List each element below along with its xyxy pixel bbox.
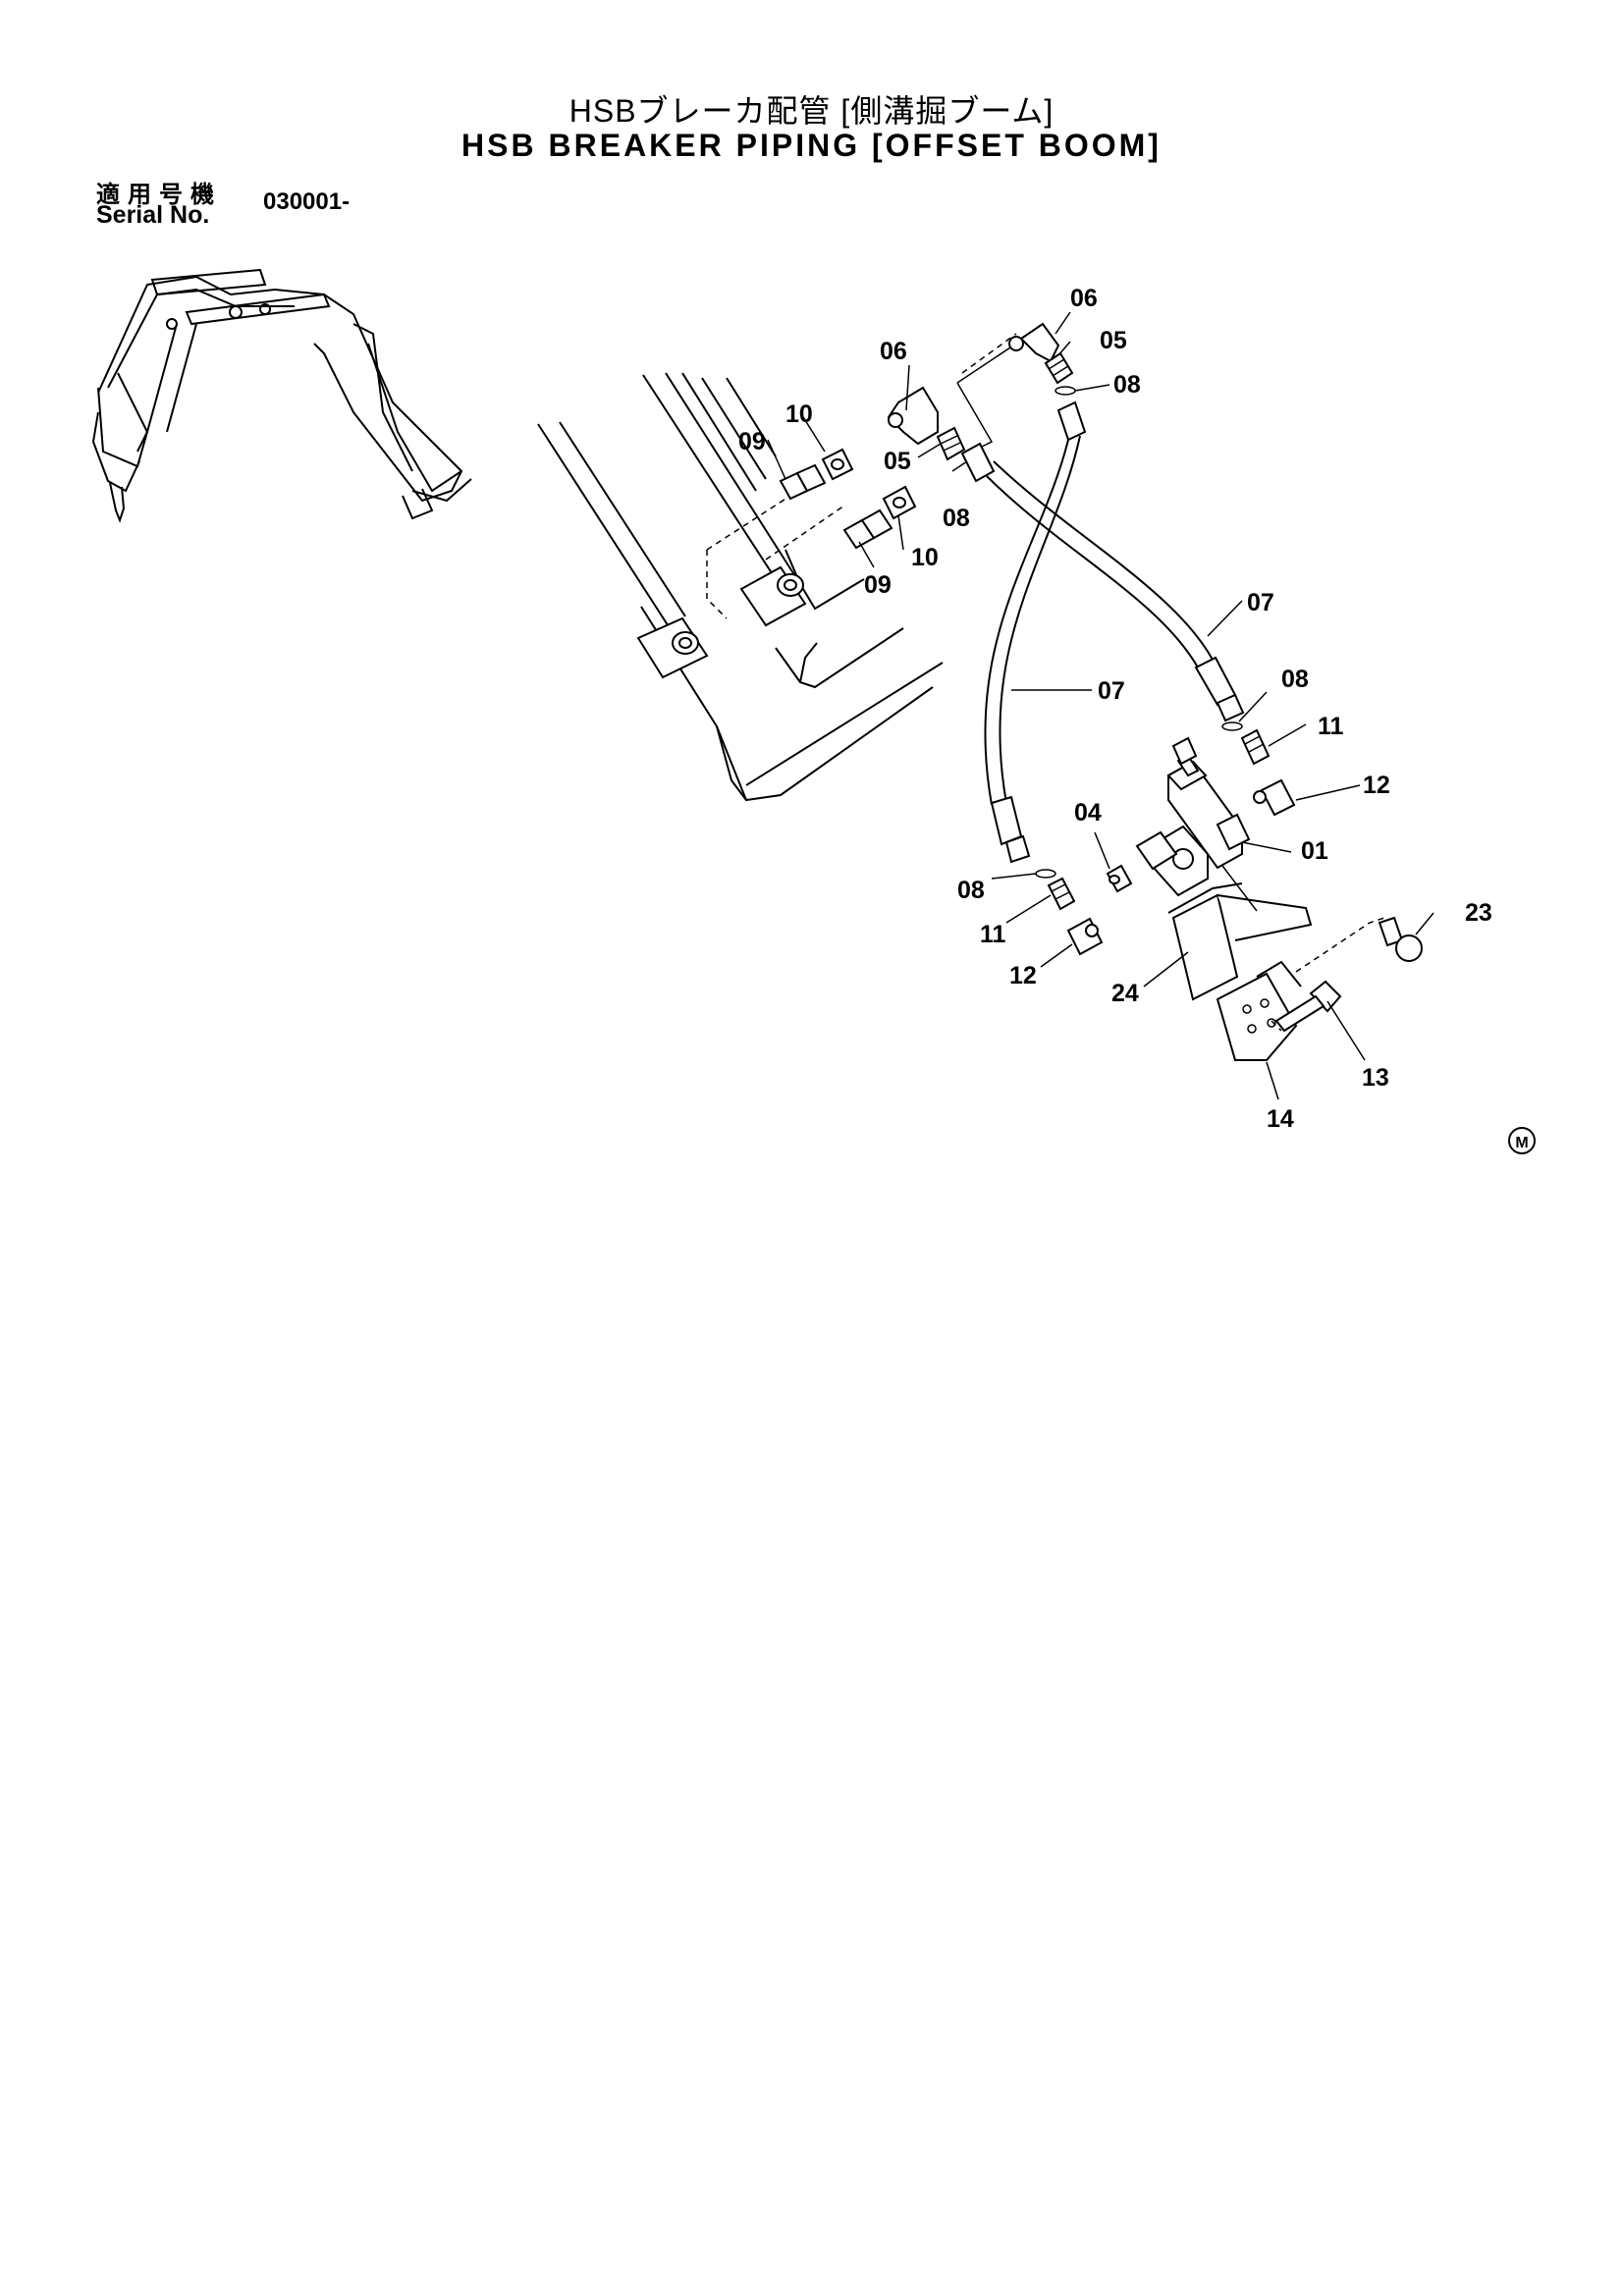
bolt-23: [1295, 916, 1423, 973]
label-08: 08: [943, 505, 970, 532]
fitting-06-elbow-right: [1008, 322, 1060, 363]
plug-04: [1106, 864, 1133, 893]
serial-label: Serial No.: [96, 201, 210, 229]
bolt-13: [1271, 980, 1342, 1033]
fitting-12-right: [1253, 778, 1296, 817]
excavator-thumbnail: [91, 268, 472, 523]
label-23: 23: [1465, 899, 1492, 927]
label-05: 05: [884, 448, 911, 475]
mark-letter: M: [1515, 1135, 1528, 1151]
label-01: 01: [1301, 837, 1328, 865]
fitting-11-left: [1047, 877, 1076, 911]
assembly-lines: [706, 333, 1017, 619]
title-japanese: HSBブレーカ配管 [側溝掘ブーム]: [568, 93, 1055, 129]
hose-07-lower: [960, 442, 1245, 722]
o-ring-08-c: [1221, 721, 1243, 731]
bracket-24: [1167, 865, 1313, 1001]
label-06: 06: [880, 338, 907, 365]
label-11: 11: [980, 921, 1006, 948]
fitting-10-lower: [882, 485, 917, 520]
label-07: 07: [1247, 589, 1274, 616]
label-04: 04: [1074, 799, 1102, 827]
o-ring-08-right: [1055, 386, 1076, 396]
o-ring-08-d: [1035, 869, 1056, 879]
serial-number-value: 030001-: [263, 188, 351, 215]
circled-m-mark: M: [1508, 1127, 1536, 1154]
serial-label-japanese: 適用号機: [96, 182, 222, 208]
pipe-clamp-left: [636, 616, 709, 679]
fitting-09-upper: [779, 463, 827, 501]
label-10: 10: [785, 400, 813, 428]
label-12: 12: [1009, 962, 1037, 989]
label-07: 07: [1098, 677, 1125, 705]
label-09: 09: [864, 571, 892, 599]
fitting-11-right: [1240, 728, 1271, 766]
fitting-05-upper: [936, 426, 966, 461]
label-06: 06: [1070, 285, 1098, 312]
hose-07-upper: [984, 400, 1087, 864]
label-05: 05: [1100, 327, 1127, 354]
label-14: 14: [1267, 1105, 1294, 1133]
label-12: 12: [1363, 772, 1390, 799]
pipe-clamp-right: [739, 565, 807, 627]
label-11: 11: [1318, 713, 1344, 740]
label-13: 13: [1362, 1064, 1389, 1092]
fitting-09-lower: [842, 508, 893, 550]
label-08: 08: [1113, 371, 1141, 399]
valve-01: [1135, 736, 1251, 897]
bracket-14: [1216, 960, 1302, 1061]
title-english: HSB BREAKER PIPING [OFFSET BOOM]: [461, 128, 1162, 163]
fitting-05-right: [1044, 351, 1074, 385]
label-24: 24: [1111, 980, 1139, 1007]
label-10: 10: [911, 544, 939, 571]
leader-lines: [767, 311, 1434, 1100]
fitting-06-elbow-upper: [887, 386, 939, 446]
label-09: 09: [738, 428, 766, 455]
label-08: 08: [957, 877, 985, 904]
fitting-12-left: [1066, 917, 1104, 956]
fitting-10-upper: [821, 448, 854, 481]
boom-outline: [537, 372, 944, 802]
label-08: 08: [1281, 666, 1309, 693]
